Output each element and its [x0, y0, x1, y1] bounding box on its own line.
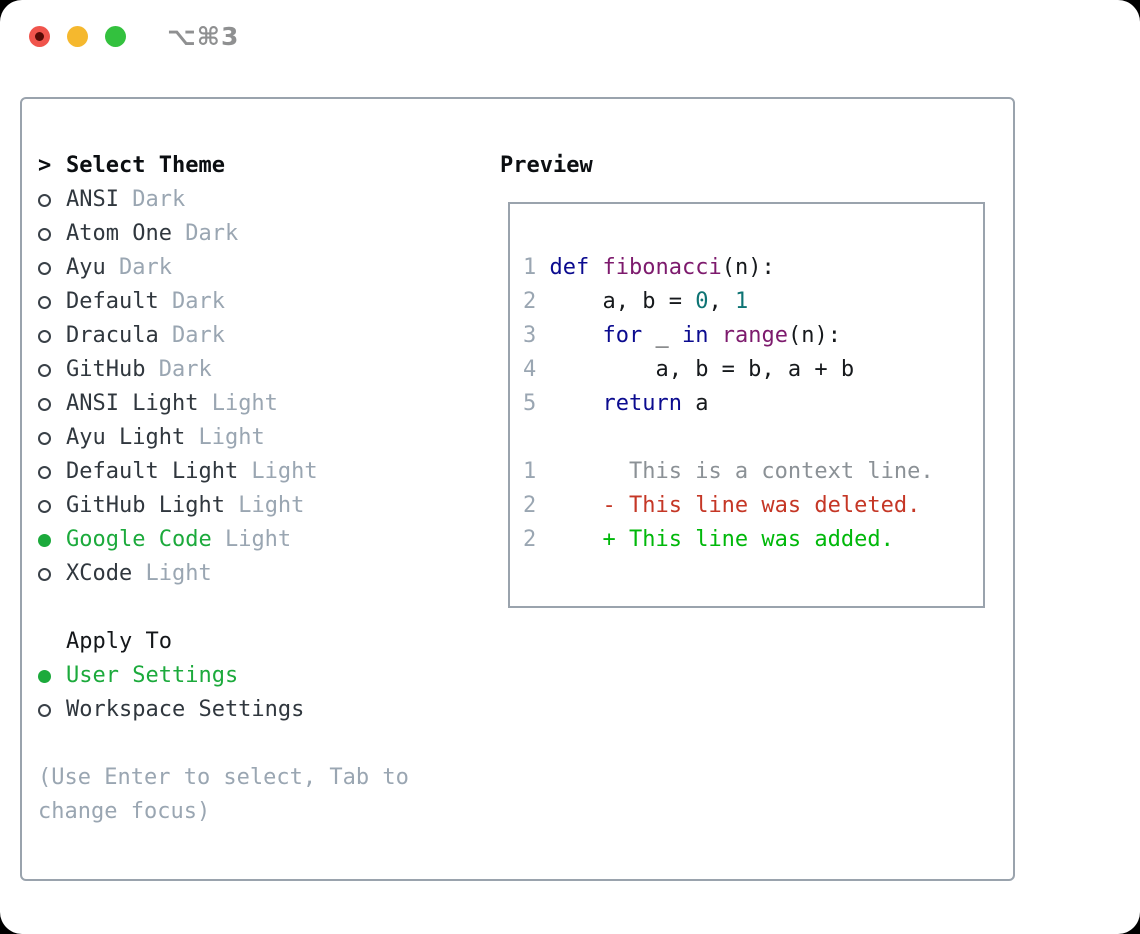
radio-icon [38, 465, 51, 479]
theme-variant-label: Light [238, 459, 318, 484]
theme-option-label: XCode [66, 561, 133, 586]
theme-variant-label: Dark [158, 289, 225, 314]
radio-icon [38, 703, 51, 717]
help-line-2: change focus) [38, 799, 211, 824]
code-line [523, 421, 979, 455]
preview-box: 1 def fibonacci(n): 2 a, b = 0, 1 3 for _ … [508, 202, 985, 608]
theme-option-ayu[interactable]: Ayu Dark [38, 251, 468, 285]
preview-code: 1 def fibonacci(n): 2 a, b = 0, 1 3 for _ … [523, 251, 979, 557]
apply-option-workspace-settings[interactable]: Workspace Settings [38, 693, 468, 727]
radio-icon [38, 329, 51, 343]
close-button[interactable] [29, 26, 50, 47]
code-line: 2 + This line was added. [523, 527, 894, 552]
theme-option-ayu-light[interactable]: Ayu Light Light [38, 421, 468, 455]
preview-title: Preview [500, 153, 593, 178]
theme-option-label: Default [66, 289, 159, 314]
radio-selected-icon [38, 669, 51, 683]
theme-variant-label: Dark [118, 187, 186, 212]
theme-option-label: ANSI [66, 187, 119, 212]
radio-icon [38, 499, 51, 513]
apply-to-title: Apply To [66, 629, 172, 654]
radio-icon [38, 261, 51, 275]
theme-option-label: Ayu Light [66, 425, 186, 450]
theme-option-label: GitHub Light [66, 493, 225, 518]
radio-icon [38, 431, 51, 445]
radio-icon [38, 193, 51, 207]
apply-option-user-settings[interactable]: User Settings [38, 659, 468, 693]
code-line: 3 for _ in range(n): [523, 323, 841, 348]
theme-option-default[interactable]: Default Dark [38, 285, 468, 319]
minimize-button[interactable] [67, 26, 88, 47]
zoom-button[interactable] [105, 26, 126, 47]
theme-option-ansi[interactable]: ANSI Dark [38, 183, 468, 217]
theme-option-label: Atom One [66, 221, 172, 246]
theme-option-dracula[interactable]: Dracula Dark [38, 319, 468, 353]
help-text: (Use Enter to select, Tab to change focu… [38, 761, 478, 829]
code-line: 5 return a [523, 391, 709, 416]
theme-list-header: > Select Theme [38, 149, 468, 183]
theme-option-label: Default Light [66, 459, 239, 484]
theme-variant-label: Light [224, 493, 305, 518]
theme-option-google-code[interactable]: Google Code Light [38, 523, 468, 557]
theme-variant-label: Dark [145, 357, 212, 382]
code-line: 2 a, b = 0, 1 [523, 289, 749, 314]
radio-icon [38, 567, 51, 581]
focus-caret-icon: > [38, 153, 52, 178]
radio-icon [38, 295, 51, 309]
traffic-lights [29, 26, 126, 47]
theme-option-github-light[interactable]: GitHub Light Light [38, 489, 468, 523]
apply-option-label: Workspace Settings [66, 697, 305, 722]
theme-option-label: Dracula [66, 323, 159, 348]
help-line-1: (Use Enter to select, Tab to [38, 765, 409, 790]
theme-variant-label: Dark [158, 323, 225, 348]
theme-list-title: Select Theme [66, 153, 225, 178]
theme-option-atom-one[interactable]: Atom One Dark [38, 217, 468, 251]
apply-to-header: Apply To [38, 625, 468, 659]
theme-variant-label: Light [185, 425, 265, 450]
titlebar: ⌥⌘3 [0, 0, 1140, 74]
code-line: 1 This is a context line. [523, 459, 934, 484]
code-line: 4 a, b = b, a + b [523, 357, 855, 382]
theme-variant-label: Dark [171, 221, 239, 246]
theme-variant-label: Dark [105, 255, 172, 280]
theme-option-label: Google Code [66, 527, 212, 552]
theme-variant-label: Light [132, 561, 212, 586]
theme-option-github[interactable]: GitHub Dark [38, 353, 468, 387]
theme-option-xcode[interactable]: XCode Light [38, 557, 468, 591]
close-dot-icon [35, 32, 44, 41]
radio-selected-icon [38, 533, 51, 547]
radio-icon [38, 227, 51, 241]
theme-option-label: Ayu [66, 255, 106, 280]
theme-option-ansi-light[interactable]: ANSI Light Light [38, 387, 468, 421]
radio-icon [38, 397, 51, 411]
theme-option-default-light[interactable]: Default Light Light [38, 455, 468, 489]
theme-variant-label: Light [211, 527, 292, 552]
code-line: 2 - This line was deleted. [523, 493, 921, 518]
theme-option-label: ANSI Light [66, 391, 199, 416]
apply-option-label: User Settings [66, 663, 239, 688]
radio-icon [38, 363, 51, 377]
window-title: ⌥⌘3 [167, 22, 240, 51]
theme-variant-label: Light [198, 391, 278, 416]
code-line: 1 def fibonacci(n): [523, 255, 775, 280]
theme-option-label: GitHub [66, 357, 146, 382]
